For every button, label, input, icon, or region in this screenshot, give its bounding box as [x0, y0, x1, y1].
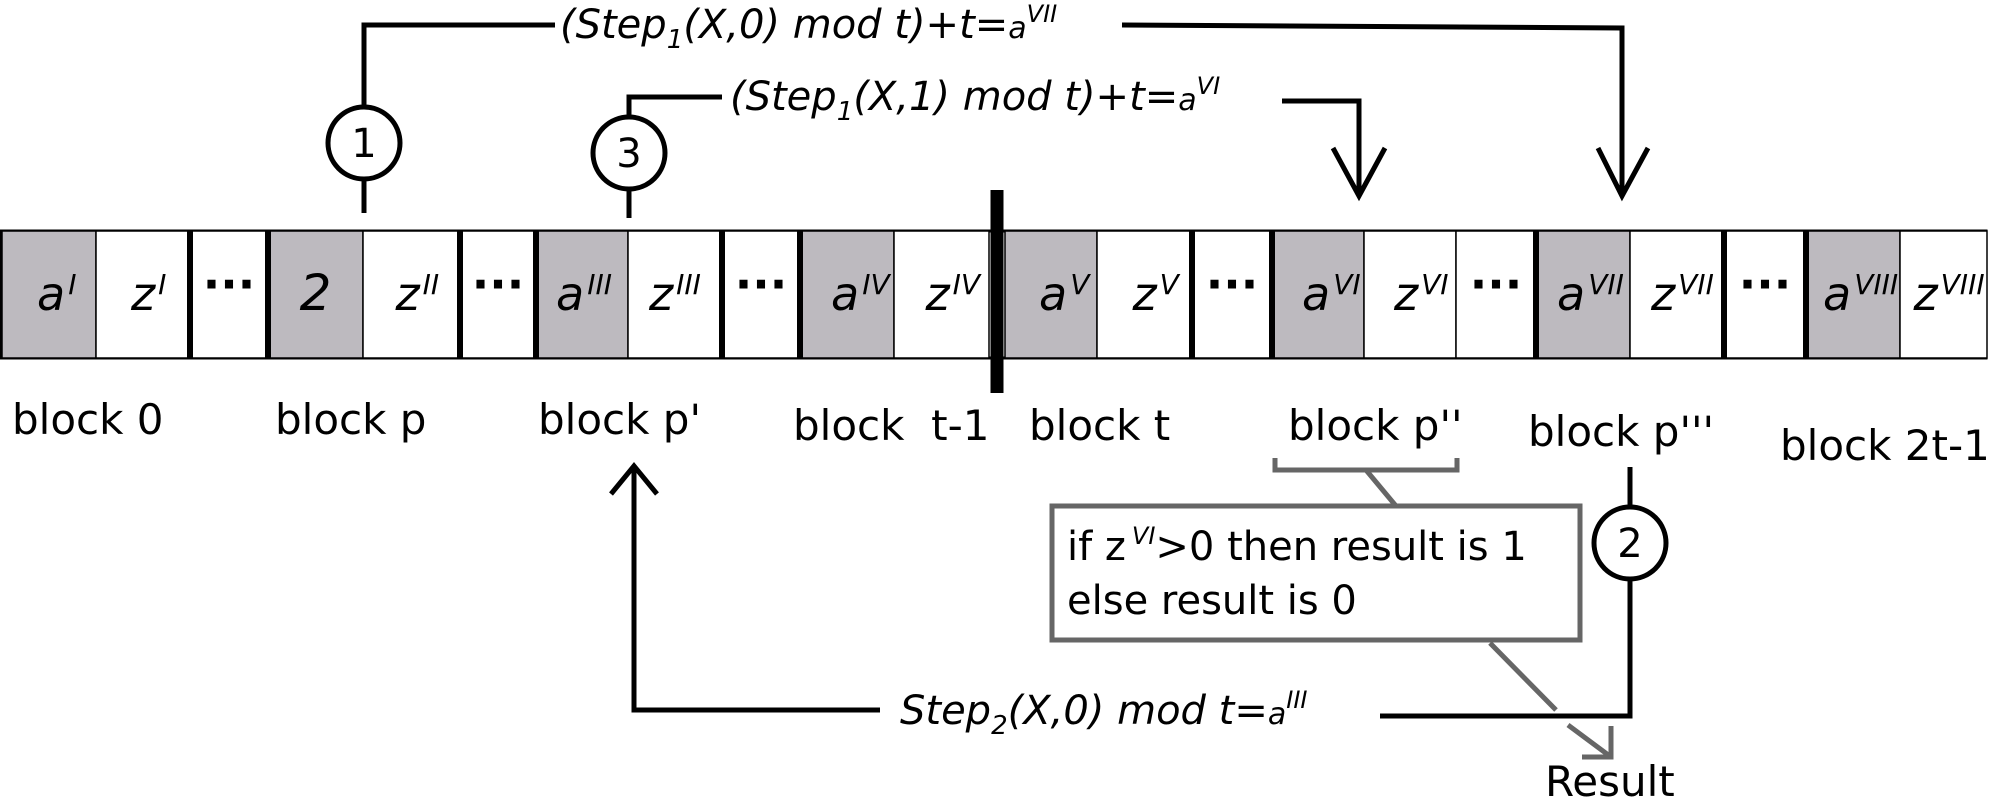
cell-a5-box — [1004, 230, 1098, 359]
cell-a4-box — [799, 230, 895, 359]
cell-z8-box — [1899, 230, 1988, 359]
cell-z3-box — [627, 230, 723, 359]
cell-z7-box — [1629, 230, 1725, 359]
step-1-circle: 1 — [325, 104, 403, 182]
cell-dots1: ··· — [189, 230, 269, 359]
cell-z1-box — [95, 230, 191, 359]
cell-a6-box — [1271, 230, 1365, 359]
cell-dots2: ··· — [459, 230, 537, 359]
step-3-circle: 3 — [590, 114, 668, 192]
note-line-2: else result is 0 — [1067, 578, 1357, 624]
step-1-number: 1 — [351, 121, 376, 167]
label-block-t: block t — [1029, 401, 1170, 450]
cell-two-box — [267, 230, 364, 359]
label-block-p-prime: block p' — [538, 395, 701, 444]
cell-z4-box — [893, 230, 990, 359]
cell-dots3-label: ··· — [735, 257, 787, 311]
cell-z6-box — [1363, 230, 1457, 359]
cell-two-label: 2 — [300, 264, 332, 322]
step-2-number: 2 — [1617, 521, 1642, 567]
cell-dots3: ··· — [721, 230, 801, 359]
cell-dots5-label: ··· — [1470, 257, 1522, 311]
result-label: Result — [1545, 757, 1675, 803]
cell-a7-box — [1535, 230, 1631, 359]
cell-dots3-box — [721, 230, 801, 359]
cell-a1-box — [1, 230, 97, 359]
cell-dots4-label: ··· — [1206, 257, 1258, 311]
cell-a3-box — [535, 230, 629, 359]
result-arrow — [1488, 641, 1614, 760]
cell-dots6: ··· — [1723, 230, 1807, 359]
cell-dots4: ··· — [1191, 230, 1273, 359]
step-3-number: 3 — [616, 131, 641, 177]
cell-dots2-box — [459, 230, 537, 359]
label-block-2t-minus-1: block 2t-1 — [1780, 421, 1990, 470]
label-block-p: block p — [275, 395, 426, 444]
step-2-circle: 2 — [1591, 504, 1669, 582]
cell-dots6-box — [1723, 230, 1807, 359]
label-block-p-triple-prime: block p''' — [1528, 407, 1714, 456]
label-block-p-double-prime: block p'' — [1288, 401, 1463, 450]
cell-z2-box — [362, 230, 461, 359]
cell-z5-box — [1096, 230, 1193, 359]
cell-dots6-label: ··· — [1739, 257, 1791, 311]
cell-two: 2 — [267, 230, 364, 359]
label-block-0: block 0 — [12, 395, 164, 444]
cell-dots1-label: ··· — [203, 257, 255, 311]
equation-step1-x1: (Step1(X,1) mod t)+t=aVI — [730, 72, 1220, 127]
equation-step2-x0: Step2(X,0) mod t=aIII — [900, 686, 1307, 741]
cell-dots2-label: ··· — [472, 257, 524, 311]
block-p-double-prime-bracket — [1272, 458, 1460, 508]
equation-step1-x0: (Step1(X,0) mod t)+t=aVII — [560, 0, 1057, 55]
cell-dots5: ··· — [1455, 230, 1537, 359]
label-block-t-minus-1: block t-1 — [793, 401, 990, 450]
cell-dots5-box — [1455, 230, 1537, 359]
